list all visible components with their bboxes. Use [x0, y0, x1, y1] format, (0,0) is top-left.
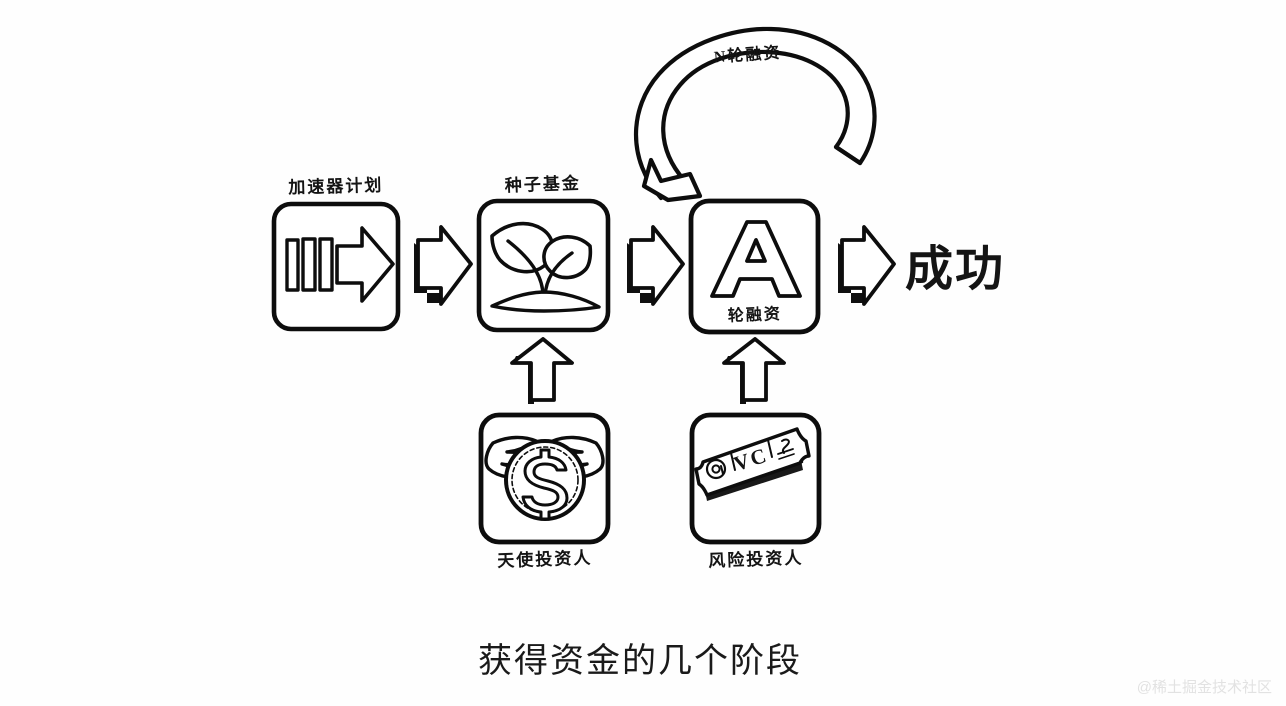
connector-arrow-seed-to-a [627, 225, 685, 306]
connector-arrow-vc-to-a [722, 337, 786, 404]
loop-label: N轮融资 [713, 43, 782, 67]
winged-dollar-coin-icon [484, 435, 605, 521]
connector-arrow-a-to-success [838, 225, 896, 306]
circular-loop-arrow-icon [634, 26, 877, 203]
investor-box-angel[interactable] [478, 412, 611, 545]
page-caption: 获得资金的几个阶段 [478, 642, 802, 680]
connector-arrow-accelerator-to-seed [414, 225, 473, 306]
stage-box-accelerator[interactable] [271, 201, 401, 332]
stage-label-seed-fund: 种子基金 [503, 173, 581, 196]
stage-sublabel-series-a: 轮融资 [727, 304, 782, 325]
investor-label-vc: 风险投资人 [708, 547, 804, 570]
investor-label-angel: 天使投资人 [497, 547, 593, 570]
seedling-icon [490, 221, 601, 313]
watermark: @稀土掘金技术社区 [1137, 679, 1272, 696]
vc-banknote-stack-icon: VC [694, 427, 811, 501]
stage-box-seed-fund[interactable] [476, 198, 611, 333]
investor-box-vc[interactable]: VC [689, 412, 822, 545]
stage-label-accelerator: 加速器计划 [287, 175, 383, 198]
stage-box-series-a[interactable]: 轮融资 [688, 198, 821, 335]
outcome-label-success: 成功 [905, 243, 1005, 296]
fast-forward-arrow-icon [285, 226, 395, 303]
connector-arrow-angel-to-seed [510, 337, 574, 404]
letter-a-icon [710, 220, 802, 298]
at-symbol-icon [705, 458, 727, 480]
